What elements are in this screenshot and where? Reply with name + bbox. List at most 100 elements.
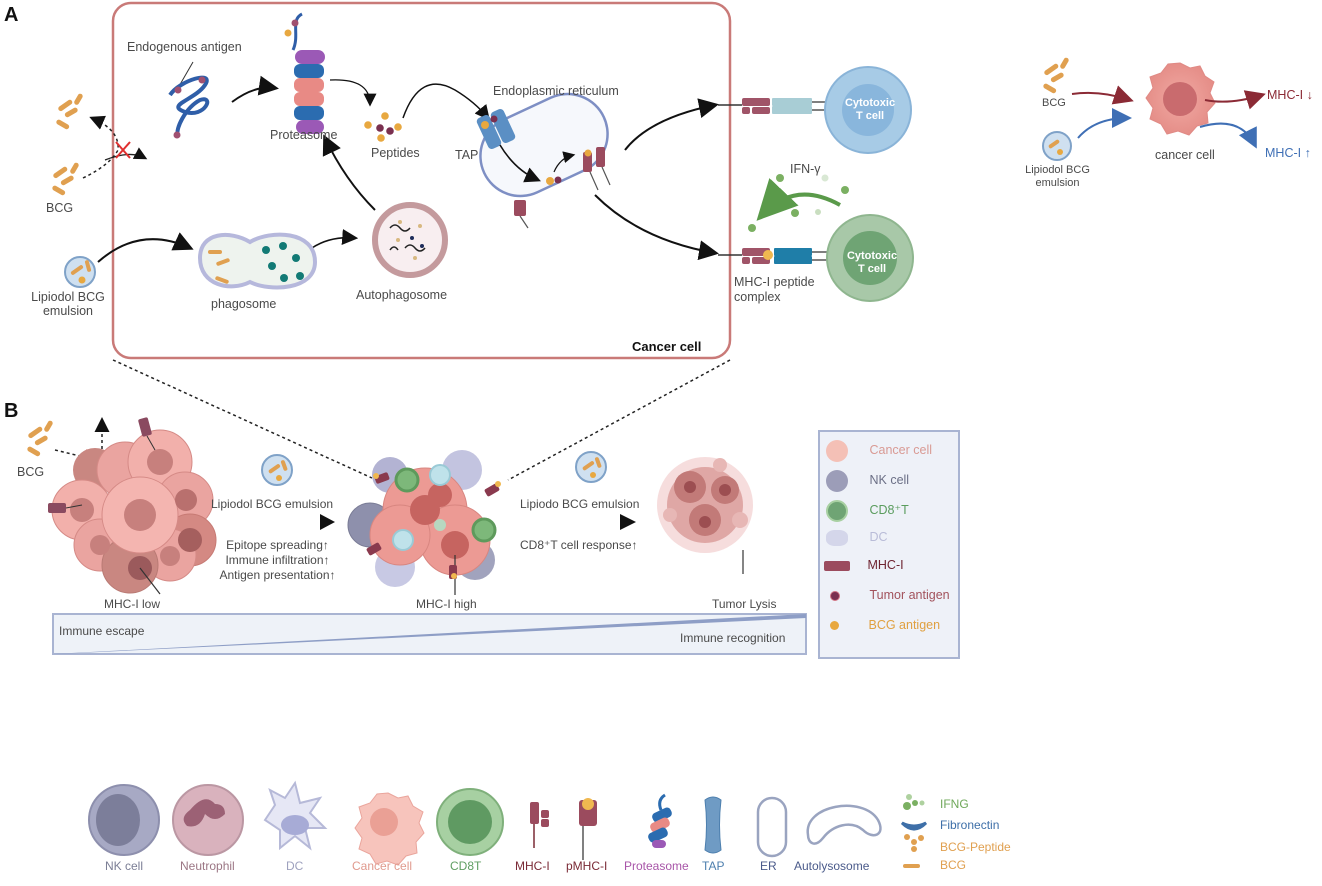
label-endoplasmic-reticulum: Endoplasmic reticulum xyxy=(493,84,619,98)
summary-mhc-up: MHC-I ↑ xyxy=(1265,146,1311,160)
panel-b-label: B xyxy=(4,400,19,422)
bottom-legend-icons xyxy=(88,780,928,868)
bottom-legend-cancer-cell: Cancer cell xyxy=(352,859,413,873)
bottom-legend-autolysosome: Autolysosome xyxy=(794,859,870,873)
b-step1-title: Lipiodol BCG emulsion xyxy=(211,497,334,511)
b-label-mhc-low: MHC-I low xyxy=(104,597,160,611)
panel-a-label: A xyxy=(4,4,19,26)
b-lipiodol-droplet-2 xyxy=(575,451,607,483)
label-autophagosome: Autophagosome xyxy=(356,288,448,302)
b-effect-infiltration: Immune infiltration↑ xyxy=(225,553,330,567)
mhc-i-in-er-icon xyxy=(514,147,611,229)
bottom-legend-cd8t: CD8T xyxy=(450,859,482,873)
label-lipiodol-line2: emulsion xyxy=(42,304,94,318)
bottom-legend-mhc-i: MHC-I xyxy=(515,859,550,873)
mhc-i-icon xyxy=(824,560,850,571)
mhc-tcr-bottom xyxy=(718,248,835,264)
bottom-legend-pmhc-i: pMHC-I xyxy=(566,859,608,873)
label-peptides: Peptides xyxy=(371,146,420,160)
mhc-tcr-top xyxy=(718,98,835,114)
label-ifn-gamma: IFN-γ xyxy=(790,162,821,176)
tap-icon xyxy=(476,108,516,150)
summary-lipiodol-line1: Lipiodol BCG xyxy=(1025,164,1090,176)
bottom-legend-bcg-peptide: BCG-Peptide xyxy=(940,840,1011,854)
b-label-tumor-lysis: Tumor Lysis xyxy=(712,597,777,611)
summary-lipiodol-line2: emulsion xyxy=(1035,177,1080,189)
dendritic-cell-icon xyxy=(826,530,848,546)
legend-cd8-t: CD8⁺T xyxy=(826,500,909,522)
bar-label-immune-escape: Immune escape xyxy=(59,624,145,638)
bottom-legend-nk-cell: NK cell xyxy=(105,859,144,873)
tumor-lysis xyxy=(657,457,753,574)
legend-nk-cell: NK cell xyxy=(826,470,909,492)
bottom-legend-proteasome: Proteasome xyxy=(624,859,689,873)
bottom-legend-ifng: IFNG xyxy=(940,797,969,811)
label-bcg: BCG xyxy=(46,201,74,215)
legend-cancer-cell: Cancer cell xyxy=(826,440,932,462)
b-bcg-icon xyxy=(27,420,53,457)
bcg-icon-top xyxy=(56,93,83,130)
cancer-cell-box xyxy=(111,1,732,360)
tumor-mhc-low xyxy=(48,417,217,595)
label-proteasome: Proteasome xyxy=(270,128,338,142)
legend-label: BCG antigen xyxy=(868,618,941,632)
blocked-x-icon xyxy=(115,141,131,159)
summary-bcg-icon xyxy=(1043,57,1069,94)
cd8-t-cell-icon xyxy=(826,500,848,522)
legend-label: CD8⁺T xyxy=(869,503,909,518)
b-label-mhc-high: MHC-I high xyxy=(416,597,477,611)
label-lipiodol-bcg: Lipiodol BCG emulsion xyxy=(22,290,114,318)
label-lipiodol-line1: Lipiodol BCG xyxy=(31,290,105,304)
phagosome-icon xyxy=(197,232,318,290)
summary-label-cancer-cell: cancer cell xyxy=(1155,148,1215,162)
bar-label-immune-recognition: Immune recognition xyxy=(680,631,786,645)
bcg-antigen-icon xyxy=(830,621,839,631)
ifn-gamma-icon xyxy=(748,174,849,232)
b-step1-effects: Epitope spreading↑ Immune infiltration↑ … xyxy=(205,538,350,583)
b-effect-presentation: Antigen presentation↑ xyxy=(219,568,336,582)
b-step2-effect: CD8⁺T cell response↑ xyxy=(520,538,638,552)
b-effect-epitope: Epitope spreading↑ xyxy=(226,538,329,552)
peptides-icon xyxy=(364,112,402,142)
panel-b-legend: Cancer cell NK cell CD8⁺T DC MHC-I Tumor… xyxy=(818,430,960,659)
summary-mhc-down: MHC-I ↓ xyxy=(1267,88,1313,102)
cancer-cell-box-title: Cancer cell xyxy=(632,339,702,354)
nk-cell-icon xyxy=(826,470,848,492)
label-mhc-peptide-complex: MHC-I peptide complex xyxy=(734,275,815,305)
legend-mhc-i: MHC-I xyxy=(824,558,904,572)
legend-dc: DC xyxy=(826,530,888,546)
b-lipiodol-droplet-1 xyxy=(261,454,293,486)
bottom-legend-dc: DC xyxy=(286,859,304,873)
tcell-top-line2: T cell xyxy=(855,110,885,122)
legend-tumor-antigen: Tumor antigen xyxy=(830,588,950,602)
b-label-bcg: BCG xyxy=(17,465,45,479)
lipiodol-droplet-icon xyxy=(64,256,96,288)
label-tap: TAP xyxy=(455,148,479,162)
label-endogenous-antigen: Endogenous antigen xyxy=(127,40,242,54)
legend-label: DC xyxy=(869,530,888,545)
summary-cancer-cell xyxy=(1145,62,1216,136)
label-phagosome: phagosome xyxy=(211,297,277,311)
autophagosome-icon xyxy=(372,202,448,278)
summary-lipiodol-icon xyxy=(1042,131,1072,161)
legend-label: MHC-I xyxy=(867,558,904,572)
zoom-line-right xyxy=(507,359,731,481)
cancer-cell-icon xyxy=(826,440,848,462)
bottom-legend-neutrophil: Neutrophil xyxy=(180,859,235,873)
proteasome-icon xyxy=(284,12,325,134)
b-step2-title: Lipiodo BCG emulsion xyxy=(520,497,640,511)
bottom-legend-fibronectin: Fibronectin xyxy=(940,818,1000,832)
legend-label: NK cell xyxy=(869,473,910,488)
bottom-legend-er: ER xyxy=(760,859,777,873)
label-mhc-peptide-line2: complex xyxy=(734,290,781,304)
endogenous-antigen-icon xyxy=(168,61,210,139)
label-cytotoxic-t-cell-top: Cytotoxic T cell xyxy=(838,97,902,123)
label-cytotoxic-t-cell-bottom: Cytotoxic T cell xyxy=(840,250,904,276)
bottom-legend-bcg: BCG xyxy=(940,858,967,872)
bcg-icon-bottom xyxy=(52,162,79,196)
legend-bcg-antigen: BCG antigen xyxy=(830,618,940,632)
summary-label-lipiodol: Lipiodol BCG emulsion xyxy=(1015,164,1100,190)
tcell-bottom-line1: Cytotoxic xyxy=(846,250,898,262)
tcell-top-line1: Cytotoxic xyxy=(844,97,896,109)
